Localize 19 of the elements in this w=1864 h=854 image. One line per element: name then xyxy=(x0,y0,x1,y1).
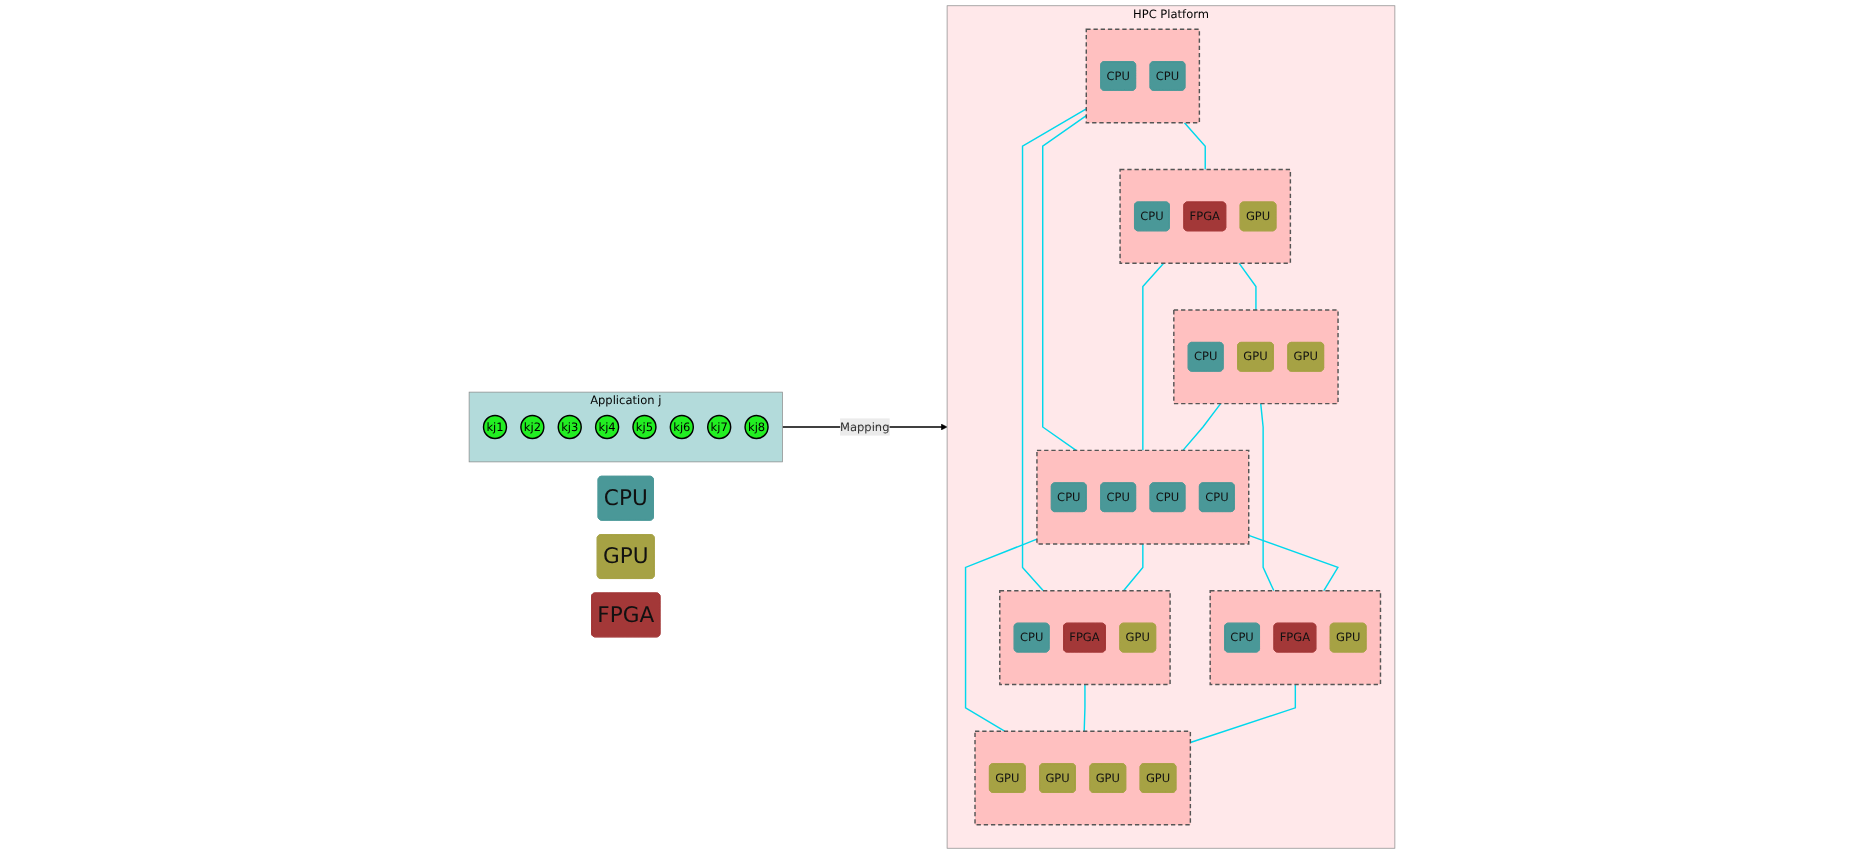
connector xyxy=(1122,543,1144,592)
connector xyxy=(1083,683,1086,732)
cluster xyxy=(1173,309,1339,405)
connector xyxy=(1142,262,1165,452)
connector xyxy=(1182,402,1222,452)
cluster xyxy=(999,590,1171,686)
connector xyxy=(1238,262,1257,311)
cluster xyxy=(1209,590,1382,686)
connector xyxy=(1260,402,1275,592)
connector xyxy=(1189,683,1297,744)
connector xyxy=(964,538,1038,732)
connector xyxy=(1183,122,1206,171)
cluster xyxy=(1085,28,1201,124)
cluster xyxy=(1036,449,1250,545)
connector xyxy=(1248,534,1339,592)
cluster xyxy=(974,730,1192,826)
cluster xyxy=(1119,168,1292,264)
connector xyxy=(1021,108,1087,592)
connector xyxy=(1042,114,1087,452)
